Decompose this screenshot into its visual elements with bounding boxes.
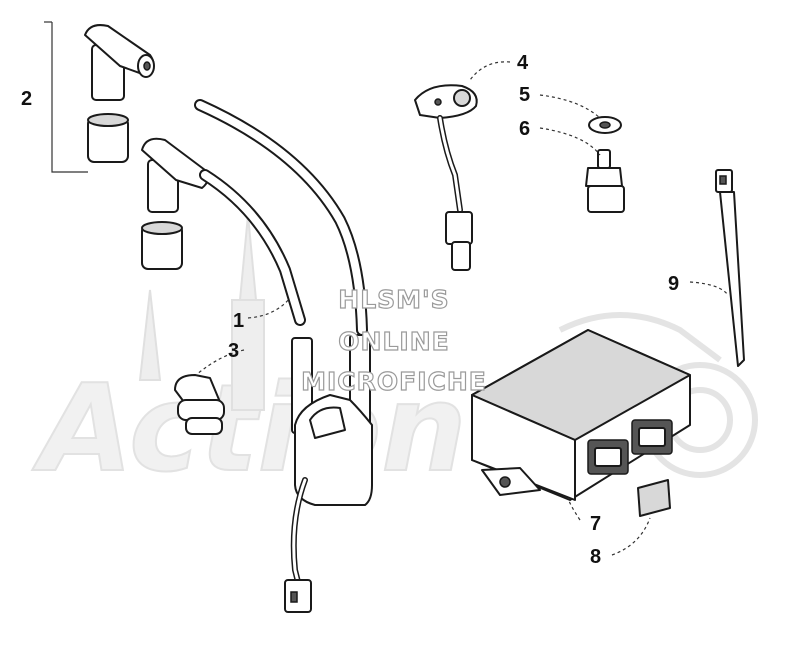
- watermark-text: HLSM'S ONLINE MICROFICHE: [301, 284, 487, 396]
- callout-1: 1: [233, 310, 244, 332]
- callout-4: 4: [517, 52, 529, 74]
- spark-plug-cap-upper: [84, 24, 155, 163]
- leader-8: [611, 517, 651, 556]
- leader-4: [469, 61, 511, 81]
- leader-lines: [195, 61, 729, 556]
- cable-tie: [715, 169, 745, 367]
- bracket-line: [51, 22, 88, 173]
- leader-3: [195, 349, 245, 376]
- watermark-line-3: MICROFICHE: [301, 367, 487, 396]
- watermark-line-2: ONLINE: [338, 327, 449, 356]
- leader-1: [247, 297, 291, 319]
- leader-7: [567, 497, 581, 521]
- watermark-logo: Action: [31, 214, 758, 500]
- ignition-coil-assembly: [194, 99, 373, 613]
- callout-numbers: 1 2 3 4 5 6 7 8 9: [21, 52, 679, 568]
- leader-9: [689, 281, 729, 296]
- leader-5: [539, 94, 601, 119]
- spark-plug-cap-set: [44, 21, 209, 270]
- leader-6: [539, 127, 601, 156]
- callout-2: 2: [21, 88, 32, 110]
- callout-8: 8: [590, 546, 601, 568]
- washer: [588, 116, 622, 134]
- switch-sender: [585, 149, 625, 213]
- watermark-line-1: HLSM'S: [338, 285, 449, 314]
- pad: [637, 479, 671, 517]
- control-unit: [471, 329, 691, 501]
- watermark-church-icon: [138, 214, 265, 411]
- callout-5: 5: [519, 84, 530, 106]
- spark-plug-cap-lower: [141, 137, 209, 270]
- sensor-with-lead: [414, 84, 478, 271]
- callout-6: 6: [519, 118, 530, 140]
- callout-3: 3: [228, 340, 239, 362]
- callout-9: 9: [668, 273, 679, 295]
- wire-clip: [174, 374, 225, 435]
- callout-7: 7: [590, 513, 601, 535]
